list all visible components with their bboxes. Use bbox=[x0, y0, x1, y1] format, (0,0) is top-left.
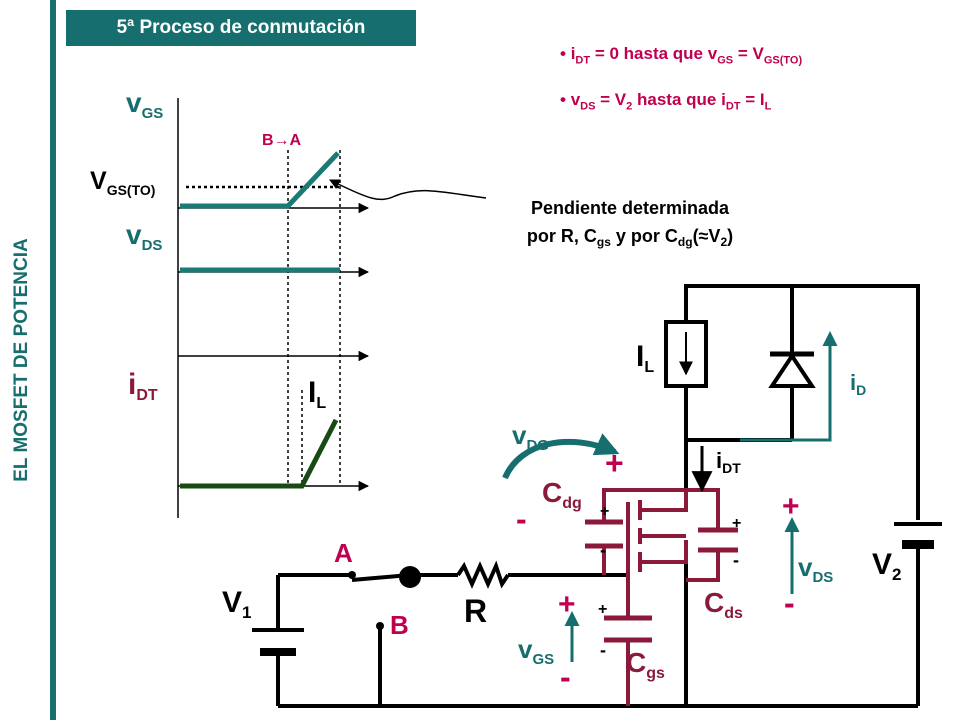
vds-axis-label: vDS bbox=[126, 219, 162, 254]
waveform-panel: vGS VGS(TO) vDS iDT IL B→A bbox=[90, 87, 370, 518]
vgs-plus: + bbox=[558, 588, 576, 621]
v2-label: V2 bbox=[872, 548, 901, 584]
v1-label: V1 bbox=[222, 586, 251, 622]
sidebar-accent-bar bbox=[50, 0, 56, 720]
switch-label-a: A bbox=[334, 538, 353, 568]
cdg-minus-sign: - bbox=[600, 540, 606, 560]
header-banner: 5ª Proceso de conmutación bbox=[66, 10, 416, 46]
vdg-label: vDG bbox=[512, 420, 549, 454]
vgs-waveform bbox=[180, 151, 340, 209]
cgs-plus-sign: + bbox=[598, 601, 607, 618]
idt-axis-label: iDT bbox=[128, 368, 158, 404]
cdg-plus-sign: + bbox=[600, 503, 609, 520]
capacitor-plates bbox=[585, 519, 738, 643]
id-label: iD bbox=[850, 370, 866, 398]
switch-pivot bbox=[399, 566, 421, 588]
drain-connect bbox=[640, 490, 688, 512]
bullet-list: • iDT = 0 hasta que vGS = VGS(TO) • vDS … bbox=[560, 44, 802, 136]
id-current-arrow bbox=[740, 331, 838, 442]
vdg-plus: + bbox=[605, 445, 624, 481]
freewheel-diode bbox=[768, 351, 816, 388]
circuit-labels: IL iD iDT vDG Cdg Cds Cgs vDS vGS V1 V2 … bbox=[222, 340, 901, 695]
vds-label: vDS bbox=[798, 552, 833, 586]
cdg-label: Cdg bbox=[542, 477, 582, 512]
cds-top-wire bbox=[686, 488, 720, 530]
cds-minus-sign: - bbox=[733, 550, 739, 570]
battery-v2 bbox=[894, 522, 942, 549]
vgs-minus: - bbox=[560, 659, 571, 695]
annotation-line-2: por R, Cgs y por Cdg(≈V2) bbox=[527, 226, 733, 249]
vgs-threshold-label: VGS(TO) bbox=[90, 167, 155, 198]
il-source-label: IL bbox=[636, 340, 654, 376]
resistor-label: R bbox=[464, 593, 487, 629]
gate-switch[interactable] bbox=[348, 566, 421, 630]
cdg-top-wire bbox=[602, 488, 686, 520]
cgs-minus-sign: - bbox=[600, 640, 606, 660]
vds-minus: - bbox=[784, 585, 795, 621]
source-connect bbox=[640, 540, 688, 564]
top-wire bbox=[684, 284, 920, 520]
idt-waveform bbox=[180, 418, 339, 489]
cgs-label: Cgs bbox=[626, 647, 665, 682]
switch-label-b: B bbox=[390, 610, 409, 640]
switch-contact-a bbox=[348, 571, 356, 579]
switch-contact-b bbox=[376, 622, 384, 630]
idt-label: iDT bbox=[716, 448, 741, 476]
vds-plus: + bbox=[782, 490, 800, 523]
vdg-voltage-arrow bbox=[502, 433, 620, 480]
cds-bottom-wire bbox=[686, 550, 720, 582]
annotation-line-1: Pendiente determinada bbox=[531, 198, 730, 218]
vdg-minus: - bbox=[516, 501, 527, 537]
bullet-item-1: • iDT = 0 hasta que vGS = VGS(TO) bbox=[560, 44, 803, 67]
vgs-axis-label: vGS bbox=[126, 87, 163, 122]
resistor-r bbox=[456, 560, 510, 589]
transition-label: B→A bbox=[262, 132, 302, 149]
il-waveform-label: IL bbox=[308, 376, 326, 412]
annotation-arrow bbox=[329, 179, 487, 201]
cds-plus-sign: + bbox=[732, 515, 741, 532]
current-source-il bbox=[664, 320, 708, 388]
circuit-wires bbox=[276, 284, 920, 708]
slope-annotation: Pendiente determinada por R, Cgs y por C… bbox=[329, 179, 733, 249]
diode-icon bbox=[768, 352, 816, 388]
cds-label: Cds bbox=[704, 587, 743, 622]
battery-v1 bbox=[252, 628, 304, 656]
vgs-label: vGS bbox=[518, 634, 554, 668]
bullet-item-2: • vDS = V2 hasta que iDT = IL bbox=[560, 90, 772, 113]
header-title: 5ª Proceso de conmutación bbox=[116, 17, 366, 38]
